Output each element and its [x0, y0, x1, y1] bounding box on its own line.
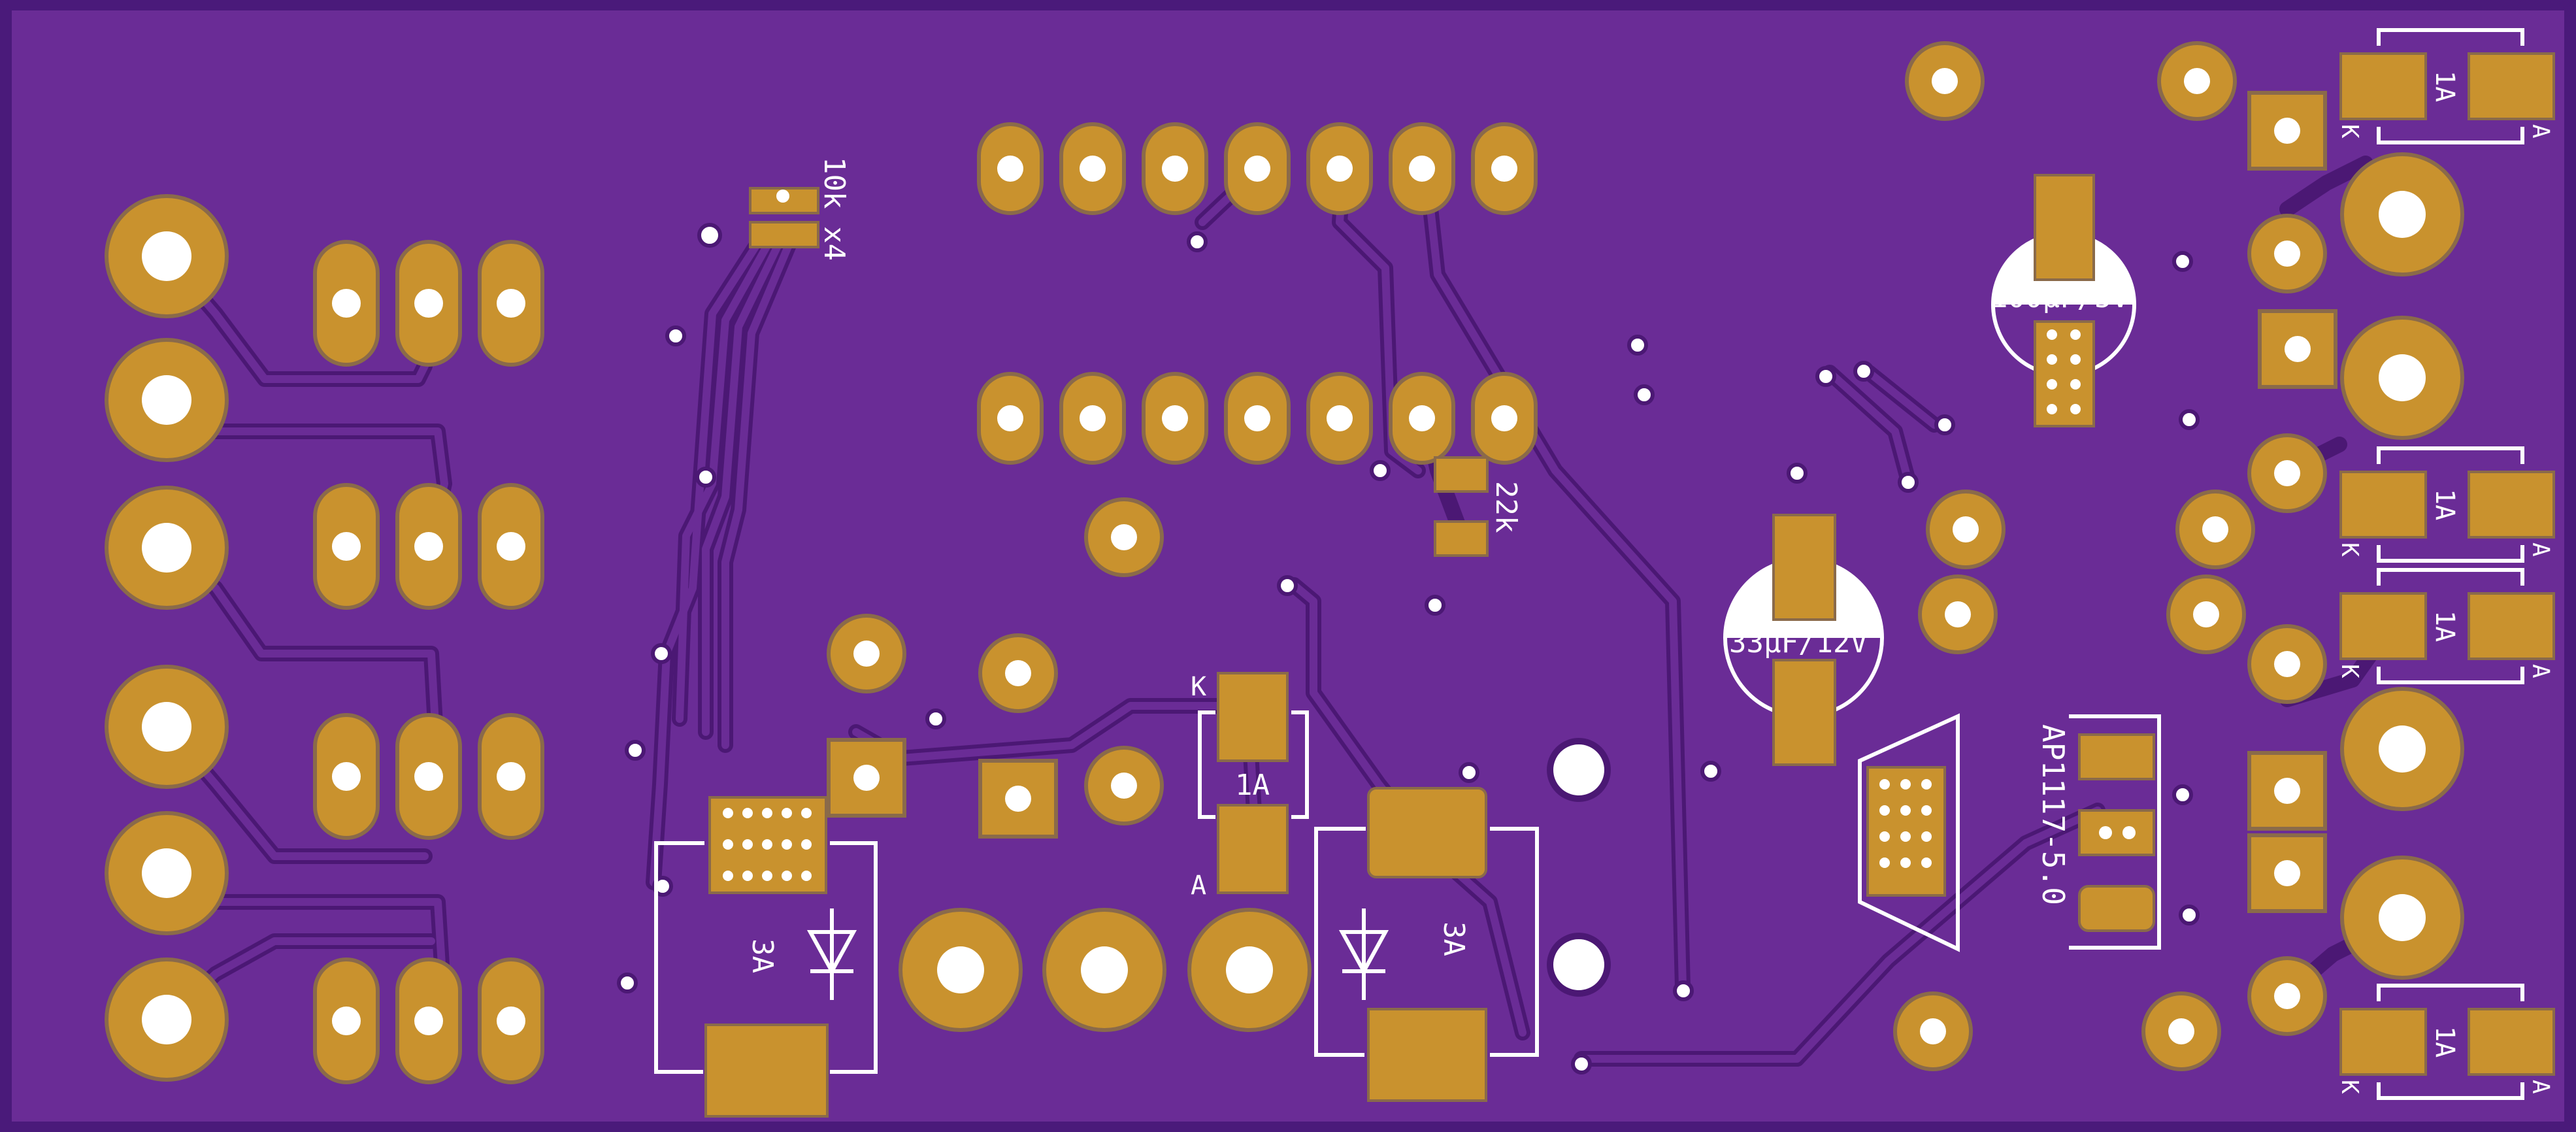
terminal-hole — [142, 702, 191, 752]
diode-1a-right-4: 1A K A — [2336, 984, 2555, 1100]
svg-text:A: A — [2527, 1080, 2554, 1094]
smd-pad — [2468, 592, 2555, 660]
terminal-hole — [142, 231, 191, 281]
diode-3a-left: 3A — [654, 796, 878, 1118]
dip-header — [977, 122, 1538, 465]
diode-1a-center: K A 1A — [1191, 672, 1309, 901]
smd-pad — [2468, 52, 2555, 120]
label-anode: A — [1191, 871, 1206, 901]
svg-text:A: A — [2527, 664, 2554, 678]
terminal-hole — [142, 995, 191, 1044]
smd-pad — [1367, 787, 1487, 878]
svg-text:1A: 1A — [2430, 489, 2460, 520]
label-diode-rating: 1A — [1235, 769, 1270, 802]
vias — [617, 231, 2200, 1074]
smd-pad — [2468, 471, 2555, 539]
round-pad-holes — [853, 68, 2300, 1044]
smd-pad — [1772, 659, 1836, 766]
svg-text:K: K — [2336, 124, 2363, 139]
smd-pad — [2034, 320, 2095, 427]
label-resistor-22k: 22k — [1489, 481, 1523, 533]
label-diode-rating: 3A — [1437, 922, 1470, 956]
smd-pad — [1217, 804, 1289, 894]
capacitor-33uf: 33µF/12V — [1723, 514, 1884, 766]
diode-1a-right-2: 1A K A — [2336, 446, 2555, 563]
smd-pad — [2034, 174, 2095, 281]
terminal-block-right — [2340, 152, 2464, 980]
smd-pad — [749, 221, 819, 248]
smd-pad — [2339, 592, 2427, 660]
svg-text:K: K — [2336, 542, 2363, 557]
smd-pad — [1434, 456, 1489, 493]
terminal-hole — [142, 848, 191, 898]
label-capacitor-33uf: 33µF/12V — [1729, 626, 1868, 659]
smd-pad — [1217, 672, 1289, 762]
label-resistor-network: 10k x4 — [817, 157, 851, 261]
label-regulator: AP1117-5.0 — [2036, 724, 2071, 905]
smd-pad — [1434, 520, 1489, 557]
svg-text:A: A — [2527, 124, 2554, 139]
svg-text:K: K — [2336, 664, 2363, 678]
switch-holes — [332, 289, 525, 1035]
trace — [2279, 156, 2373, 217]
svg-text:1A: 1A — [2430, 71, 2460, 102]
diode-1a-right-3: 1A K A — [2336, 568, 2555, 684]
mounting-holes — [1547, 738, 1611, 997]
label-capacitor-100uf: 100µF/5V — [1990, 281, 2129, 314]
svg-text:1A: 1A — [2430, 1026, 2460, 1057]
terminal-hole — [142, 523, 191, 573]
label-diode-rating: 3A — [746, 939, 779, 973]
smd-pad — [1772, 514, 1836, 621]
terminal-hole — [142, 375, 191, 425]
svg-text:A: A — [2527, 542, 2554, 557]
diode-3a-right: 3A — [1314, 787, 1539, 1102]
smd-pad — [2339, 52, 2427, 120]
header-holes — [997, 156, 1517, 431]
regulator-ap1117: AP1117-5.0 — [1858, 713, 2161, 952]
smd-pad — [2078, 809, 2155, 856]
smd-pad — [1367, 1008, 1487, 1102]
resistor-22k: 22k — [1434, 456, 1523, 557]
power-terminal — [899, 908, 1312, 1032]
square-pad-holes — [853, 118, 2311, 886]
smd-pad — [2339, 1008, 2427, 1076]
svg-text:1A: 1A — [2430, 610, 2460, 642]
capacitor-100uf: 100µF/5V — [1990, 174, 2136, 427]
svg-text:K: K — [2336, 1080, 2363, 1094]
smd-pad — [2339, 471, 2427, 539]
via — [697, 223, 722, 248]
resistor-network-10k: 10k x4 — [697, 157, 851, 261]
smd-pad — [704, 1024, 829, 1118]
smd-pad — [2078, 733, 2155, 780]
terminal-block-left — [105, 194, 229, 1082]
smd-pad — [2468, 1008, 2555, 1076]
smd-pad — [2078, 885, 2155, 932]
label-cathode: K — [1191, 672, 1206, 702]
diode-1a-right-1: 1A K A — [2336, 28, 2555, 144]
